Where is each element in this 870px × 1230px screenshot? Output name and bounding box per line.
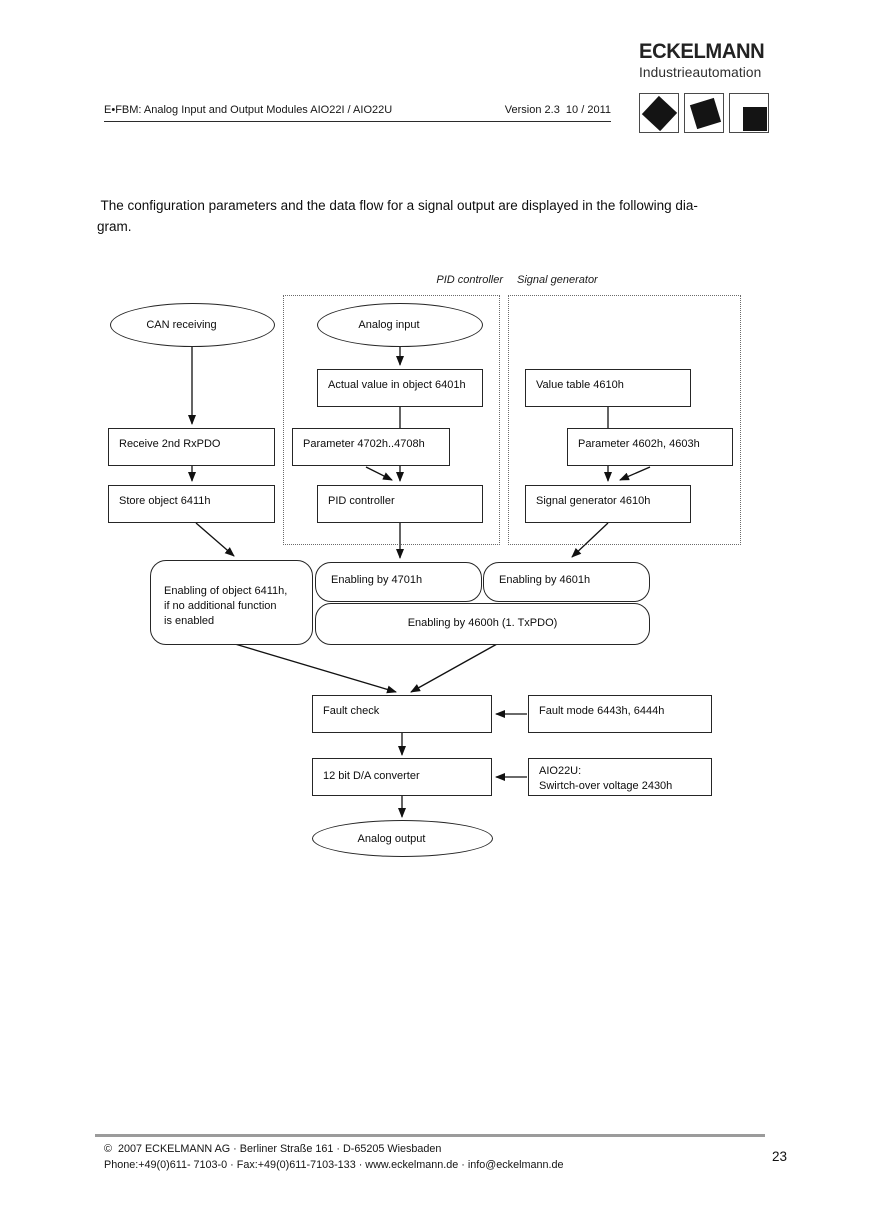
intro-line-2: gram.: [97, 219, 132, 234]
node-receive-rxpdo: Receive 2nd RxPDO: [108, 428, 275, 466]
page-number: 23: [772, 1149, 788, 1164]
node-enabling-4600: Enabling by 4600h (1. TxPDO): [315, 603, 650, 645]
signal-generator-group-label: Signal generator: [517, 274, 598, 286]
node-enabling-4701: Enabling by 4701h: [315, 562, 482, 602]
intro-line-1: The configuration parameters and the dat…: [97, 198, 698, 213]
node-store-object: Store object 6411h: [108, 485, 275, 523]
node-fault-check: Fault check: [312, 695, 492, 733]
logo-square-2: [684, 93, 724, 133]
footer-address-line: © 2007 ECKELMANN AG · Berliner Straße 16…: [104, 1143, 442, 1155]
logo-mark: [639, 93, 771, 133]
pid-controller-group-label: PID controller: [436, 274, 503, 286]
eckelmann-logo: ECKELMANN Industrieautomation: [639, 40, 771, 133]
node-parameter-4702: Parameter 4702h..4708h: [292, 428, 450, 466]
logo-square-1: [639, 93, 679, 133]
intro-paragraph: The configuration parameters and the dat…: [97, 195, 698, 237]
logo-corner-square-icon: [743, 107, 767, 131]
node-value-table: Value table 4610h: [525, 369, 691, 407]
node-enabling-6411: Enabling of object 6411h, if no addition…: [150, 560, 313, 645]
node-da-converter: 12 bit D/A converter: [312, 758, 492, 796]
pid-controller-group-box: [283, 295, 500, 545]
logo-subtitle: Industrieautomation: [639, 64, 762, 80]
node-analog-output: Analog output: [312, 820, 493, 857]
logo-wordmark: ECKELMANN: [639, 40, 765, 63]
footer-rule: [95, 1134, 765, 1137]
node-aio22u-switchover: AIO22U: Swirtch-over voltage 2430h: [528, 758, 712, 796]
node-fault-mode: Fault mode 6443h, 6444h: [528, 695, 712, 733]
node-actual-value: Actual value in object 6401h: [317, 369, 483, 407]
page-header: E•FBM: Analog Input and Output Modules A…: [104, 104, 611, 122]
logo-square-3: [729, 93, 769, 133]
node-can-receiving: CAN receiving: [110, 303, 275, 347]
doc-title: E•FBM: Analog Input and Output Modules A…: [104, 104, 393, 116]
doc-version: Version 2.3 10 / 2011: [504, 104, 611, 116]
node-enabling-4601: Enabling by 4601h: [483, 562, 650, 602]
node-parameter-4602: Parameter 4602h, 4603h: [567, 428, 733, 466]
page-footer: © 2007 ECKELMANN AG · Berliner Straße 16…: [104, 1142, 564, 1173]
node-pid-controller: PID controller: [317, 485, 483, 523]
node-signal-generator: Signal generator 4610h: [525, 485, 691, 523]
footer-contact-line: Phone:+49(0)611- 7103-0 · Fax:+49(0)611-…: [104, 1158, 564, 1171]
node-analog-input: Analog input: [317, 303, 483, 347]
signal-generator-group-box: [508, 295, 741, 545]
